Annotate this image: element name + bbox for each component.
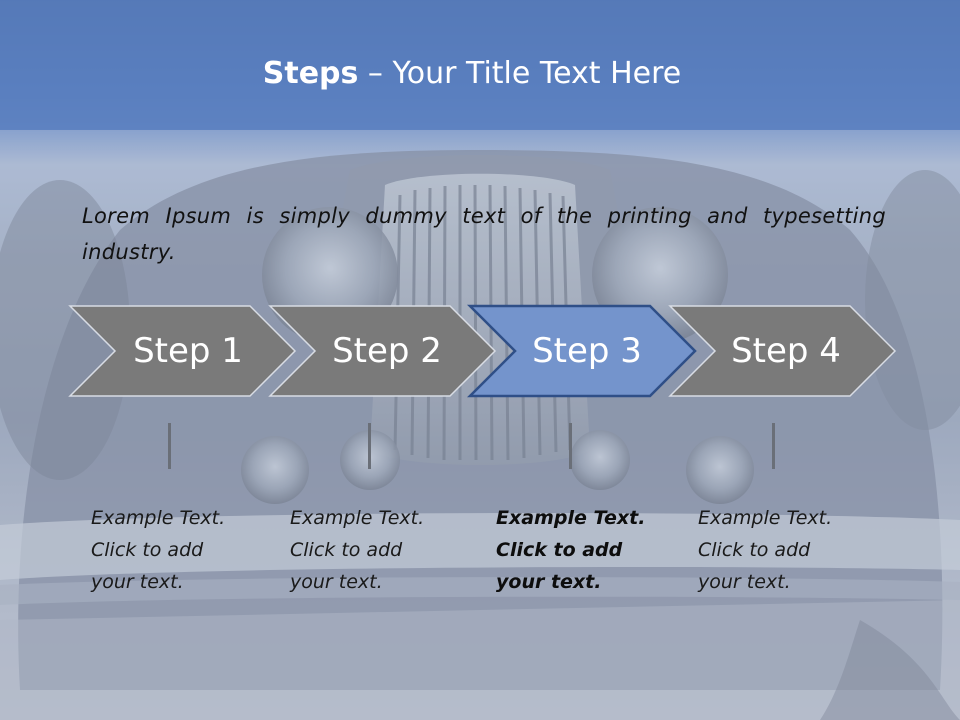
step-label-3: Step 3: [532, 331, 642, 371]
intro-paragraph: Lorem Ipsum is simply dummy text of the …: [82, 204, 886, 264]
connector-line-1: [168, 423, 171, 469]
chevron-step-3[interactable]: [466, 304, 697, 398]
title-rest: – Your Title Text Here: [358, 56, 682, 91]
step-note-1[interactable]: Example Text. Click to add your text.: [91, 507, 226, 593]
step-label-1: Step 1: [133, 331, 243, 371]
chevron-step-1[interactable]: [68, 305, 297, 397]
step-label-4: Step 4: [731, 331, 841, 371]
chevron-step-2[interactable]: [268, 305, 497, 397]
step-note-2[interactable]: Example Text. Click to add your text.: [290, 507, 425, 593]
connector-line-4: [772, 423, 775, 469]
slide-title: Steps – Your Title Text Here: [0, 56, 944, 91]
step-label-2: Step 2: [332, 331, 442, 371]
chevron-step-4[interactable]: [668, 305, 897, 397]
connector-line-3: [569, 423, 572, 469]
title-bold: Steps: [262, 56, 359, 91]
connector-line-2: [368, 423, 371, 469]
step-note-4[interactable]: Example Text. Click to add your text.: [698, 507, 833, 593]
step-note-3[interactable]: Example Text. Click to add your text.: [496, 507, 646, 593]
